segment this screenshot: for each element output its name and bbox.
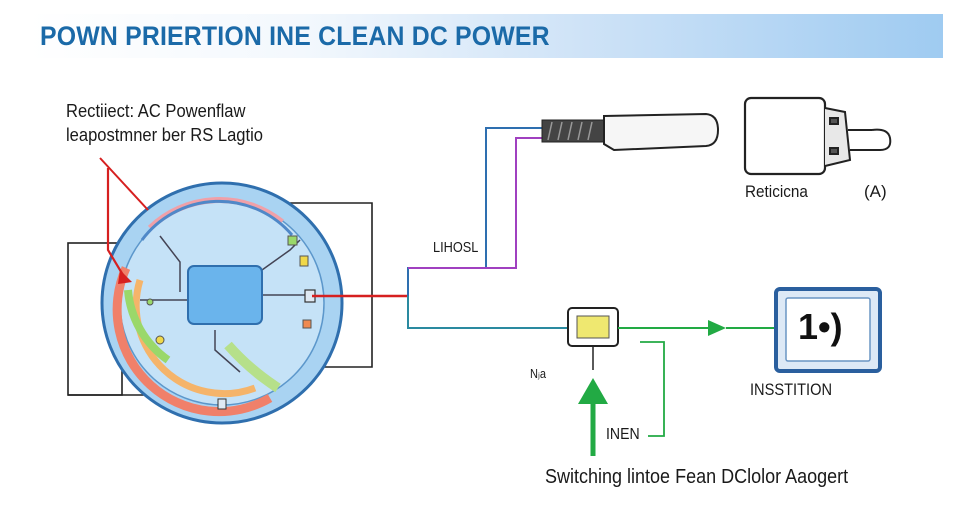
component-green (287, 235, 298, 246)
green-arc (124, 289, 171, 364)
connector-ridges (547, 121, 593, 141)
small-label: Nⱼa (530, 366, 547, 381)
trace-top (159, 235, 181, 292)
teal-wire-right (407, 296, 568, 329)
plug-icon (829, 117, 892, 155)
wire-label: LIHOSL (433, 239, 479, 256)
red-pointer-arrowhead (118, 270, 132, 284)
component-bottom (217, 398, 227, 410)
rectifier-label: Reticicna (745, 182, 808, 201)
red-pointer-2 (99, 157, 149, 211)
controller-chip (187, 265, 263, 325)
orange-arc (132, 278, 257, 398)
connector-body (603, 112, 720, 152)
title-bar: POWN PRIERTION INE CLEAN DC POWER (28, 14, 943, 58)
purple-wire-up (408, 137, 542, 269)
component-dot-2 (146, 298, 154, 306)
top-left-label-line2: leapostmner ber RS Lagtio (66, 125, 263, 145)
component-yellow (299, 255, 309, 267)
rectifier-neck (824, 107, 852, 167)
arrow-right-icon (708, 320, 726, 336)
page-title: POWN PRIERTION INE CLEAN DC POWER (40, 21, 550, 51)
display-screen (785, 297, 871, 362)
bottom-caption: Switching lintoe Fean DClolor Aaogert (545, 466, 849, 488)
display-label: INSSTITION (750, 380, 833, 399)
arrow-up-icon (578, 378, 608, 404)
trace-bottom (214, 330, 241, 373)
rectifier-unit-label: (A) (864, 182, 887, 201)
converter-chip-core (576, 315, 610, 339)
component-orange (302, 319, 312, 329)
green-band (224, 341, 281, 393)
blue-arc (140, 199, 294, 241)
top-left-label-line1: Rectiiect: AC Powenflaw (66, 101, 246, 121)
component-dot-1 (155, 335, 165, 345)
display-value: 1•) (798, 306, 843, 347)
blue-wire-up (407, 127, 542, 296)
rectifier-adapter (743, 96, 827, 176)
red-arc (112, 266, 273, 417)
green-wire-down (640, 341, 665, 437)
inverter-label: INEN (606, 426, 640, 443)
enclosure-frame-right (290, 202, 373, 368)
